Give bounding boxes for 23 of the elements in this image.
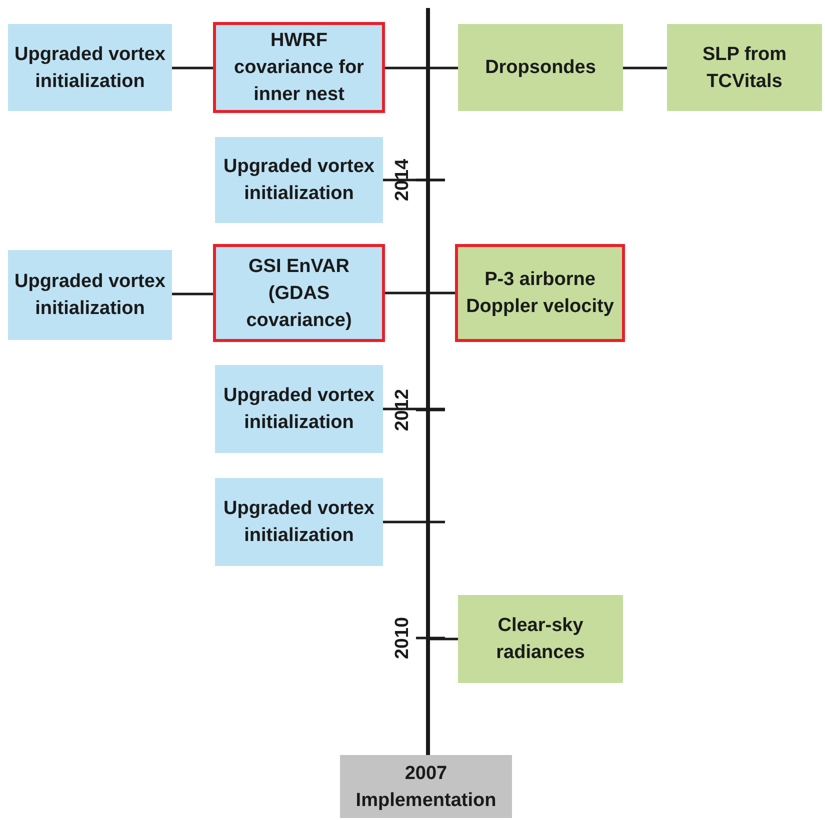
milestone-box: Upgraded vortex initialization [8, 250, 172, 340]
milestone-box: Clear-sky radiances [458, 595, 623, 683]
year-label: 2012 [392, 388, 414, 432]
milestone-box: Upgraded vortex initialization [8, 24, 172, 111]
connector-line [430, 638, 458, 640]
milestone-box: Upgraded vortex initialization [215, 365, 383, 453]
base-box: 2007 Implementation [340, 755, 512, 818]
year-label: 2010 [392, 616, 414, 660]
connector-line [383, 520, 445, 524]
milestone-box: Dropsondes [458, 24, 623, 111]
connector-line [172, 292, 213, 296]
milestone-box: Upgraded vortex initialization [215, 478, 383, 566]
highlighted-box: HWRF covariance for inner nest [213, 22, 385, 113]
year-label: 2014 [392, 158, 414, 202]
connector-line [385, 66, 458, 70]
connector-line [385, 292, 455, 294]
highlighted-box: P-3 airborne Doppler velocity [455, 244, 625, 342]
milestone-box: Upgraded vortex initialization [215, 137, 383, 223]
connector-line [383, 408, 445, 410]
highlighted-box: GSI EnVAR (GDAS covariance) [213, 244, 385, 342]
connector-line [623, 66, 667, 70]
milestone-box: SLP from TCVitals [667, 24, 822, 111]
connector-line [172, 66, 213, 70]
